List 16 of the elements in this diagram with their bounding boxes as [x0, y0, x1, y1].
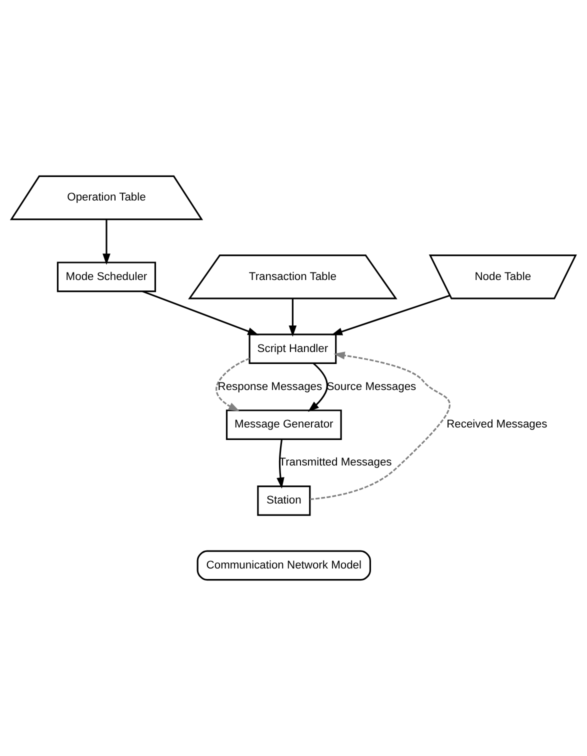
- node-box: Station: [257, 486, 311, 516]
- arrow: [216, 358, 250, 412]
- edge-label: Response Messages: [218, 380, 322, 393]
- arrow: [142, 290, 259, 336]
- node-box: Script Handler: [248, 334, 337, 364]
- edge-label: Source Messages: [326, 380, 416, 393]
- node-box: Communication Network Model: [196, 550, 372, 581]
- arrow: [310, 352, 450, 500]
- arrow: [331, 294, 450, 336]
- node-box: Mode Scheduler: [56, 262, 156, 292]
- arrow: [288, 298, 297, 337]
- arrow: [102, 220, 110, 265]
- arrow: [308, 362, 328, 412]
- node-box: Message Generator: [226, 410, 342, 440]
- arrow: [276, 439, 284, 489]
- edge-label: Received Messages: [446, 418, 548, 431]
